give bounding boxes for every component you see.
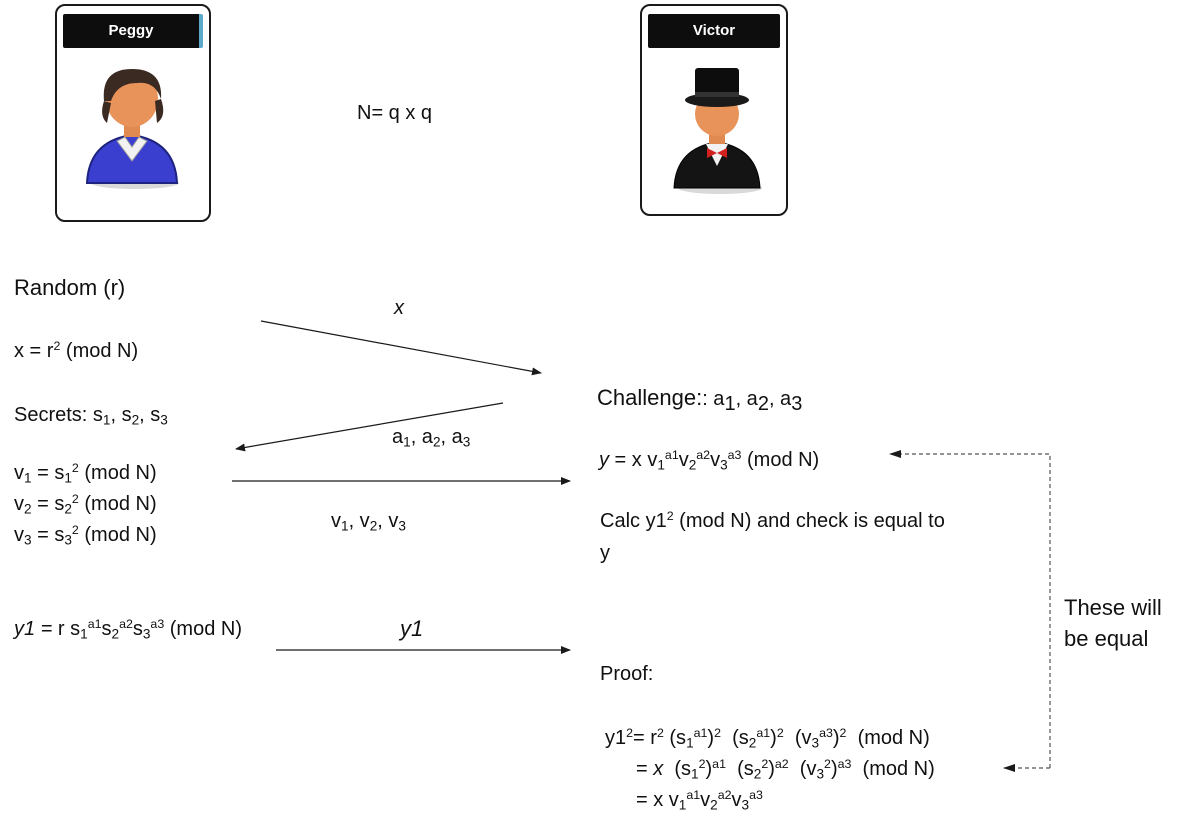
v1-equation: v1 = s12 (mod N)	[14, 461, 157, 486]
arrow-x	[260, 320, 542, 376]
message-y1-label: y1	[400, 616, 424, 641]
proof-label: Proof:	[600, 663, 654, 685]
arrow-a	[235, 402, 504, 452]
victor-title: Victor	[648, 14, 780, 48]
peggy-title: Peggy	[63, 14, 203, 48]
calc-line-2: y	[600, 542, 610, 564]
y-equation: y = x v1a1v2a2v3a3 (mod N)	[599, 448, 820, 473]
message-x-label: x	[394, 297, 404, 319]
dashed-connector-top	[889, 450, 1051, 768]
message-v-label: v1, v2, v3	[331, 510, 406, 534]
note-line-2: be equal	[1064, 626, 1149, 651]
random-label: Random (r)	[14, 275, 126, 300]
modulus-label: N= q x q	[357, 102, 433, 124]
proof-line-3: = x v1a1v2a2v3a3	[636, 788, 763, 813]
x-equation: x = r2 (mod N)	[14, 339, 139, 362]
proof-line-2: = x (s12)a1 (s22)a2 (v32)a3 (mod N)	[636, 757, 935, 782]
calc-line-1: Calc y12 (mod N) and check is equal to	[600, 509, 945, 532]
victor-card: Victor	[640, 4, 788, 216]
woman-user-icon	[85, 69, 179, 189]
top-hat-man-icon	[673, 68, 762, 194]
message-a-label: a1, a2, a3	[392, 426, 471, 450]
y1-equation: y1 = r s1a1s2a2s3a3 (mod N)	[14, 617, 243, 642]
challenge-line: Challenge:: a1, a2, a3	[597, 385, 803, 415]
proof-line-1: y12= r2 (s1a1)2 (s2a1)2 (v3a3)2 (mod N)	[605, 726, 930, 751]
secrets-label: Secrets: s1, s2, s3	[14, 404, 168, 428]
v2-equation: v2 = s22 (mod N)	[14, 492, 157, 517]
peggy-card: Peggy	[55, 4, 211, 222]
note-line-1: These will	[1064, 595, 1162, 620]
v3-equation: v3 = s32 (mod N)	[14, 523, 157, 548]
